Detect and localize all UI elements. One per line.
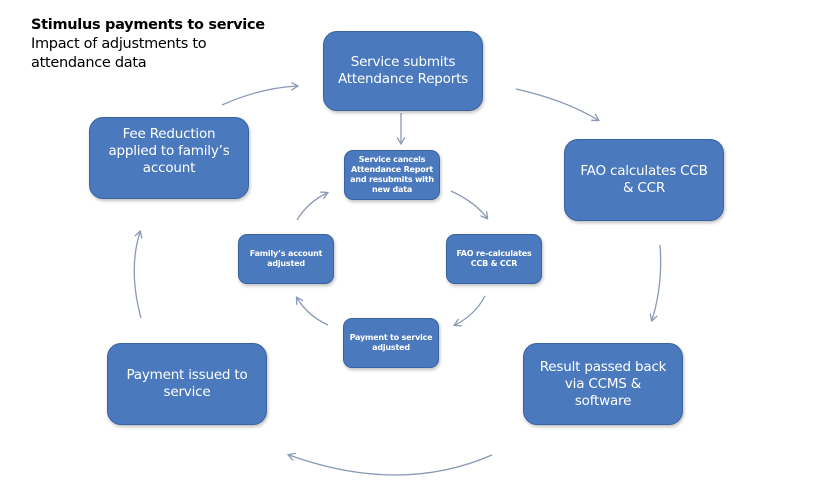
diagram-title-block: Stimulus payments to service Impact of a… bbox=[31, 16, 265, 73]
arrow-recalc-to-payadj bbox=[455, 295, 486, 325]
step-payment-adjusted: Payment to service adjusted bbox=[343, 318, 439, 368]
step-payment-issued-label: Payment issued to service bbox=[126, 367, 248, 400]
step-fee-reduction: Fee Reduction applied to family’s accoun… bbox=[89, 117, 249, 199]
arrow-submit-to-fao bbox=[515, 88, 598, 120]
arrow-family-to-cancel bbox=[296, 193, 327, 221]
arrow-payadj-to-family bbox=[297, 298, 329, 326]
arrow-fee-to-submit bbox=[221, 86, 297, 106]
arrow-fao-to-result bbox=[652, 244, 662, 320]
step-payment-issued: Payment issued to service bbox=[107, 343, 267, 425]
step-result-passed-back: Result passed back via CCMS & software bbox=[523, 343, 683, 425]
diagram-subtitle-line2: attendance data bbox=[31, 55, 147, 71]
step-service-submits: Service submits Attendance Reports bbox=[323, 31, 483, 111]
step-fao-calculates: FAO calculates CCB & CCR bbox=[564, 139, 724, 221]
step-result-passed-back-label: Result passed back via CCMS & software bbox=[539, 358, 667, 409]
diagram-subtitle-line1: Impact of adjustments to bbox=[31, 36, 207, 52]
step-family-account-adjusted: Family’s account adjusted bbox=[238, 234, 334, 284]
diagram-title: Stimulus payments to service bbox=[31, 17, 265, 33]
step-service-cancels-label: Service cancels Attendance Report and re… bbox=[350, 155, 434, 194]
step-fao-recalculates-label: FAO re-calculates CCB & CCR bbox=[456, 249, 532, 268]
step-service-submits-label: Service submits Attendance Reports bbox=[337, 54, 469, 87]
step-payment-adjusted-label: Payment to service adjusted bbox=[349, 333, 433, 352]
arrow-cancel-to-recalc bbox=[450, 190, 487, 218]
arrow-payment-to-fee bbox=[133, 232, 141, 319]
arrow-result-to-payment bbox=[289, 455, 493, 476]
step-fao-recalculates: FAO re-calculates CCB & CCR bbox=[446, 234, 542, 284]
step-family-account-adjusted-label: Family’s account adjusted bbox=[249, 249, 323, 268]
step-fao-calculates-label: FAO calculates CCB & CCR bbox=[580, 163, 708, 196]
step-service-cancels: Service cancels Attendance Report and re… bbox=[344, 150, 440, 200]
step-fee-reduction-label: Fee Reduction applied to family’s accoun… bbox=[108, 126, 230, 176]
